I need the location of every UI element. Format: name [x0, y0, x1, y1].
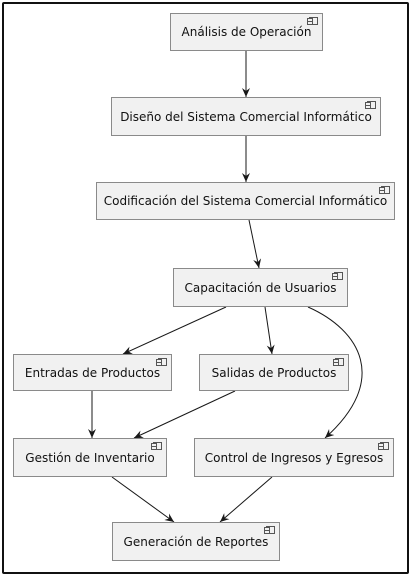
- node-diseno-del-sistema: Diseño del Sistema Comercial Informático: [111, 97, 381, 136]
- node-label: Gestión de Inventario: [25, 450, 155, 465]
- node-generacion-de-reportes: Generación de Reportes: [112, 522, 280, 561]
- edge-inventario-reportes: [111, 476, 175, 523]
- node-label: Análisis de Operación: [181, 25, 312, 39]
- node-codificacion-del-sistema: Codificación del Sistema Comercial Infor…: [96, 182, 395, 220]
- edge-capacitacion-salidas: [264, 306, 275, 355]
- component-icon: [156, 358, 167, 366]
- node-control-de-ingresos-y-egresos: Control de Ingresos y Egresos: [194, 438, 394, 477]
- component-icon: [332, 272, 343, 280]
- node-label: Generación de Reportes: [123, 534, 269, 549]
- component-icon: [307, 17, 318, 25]
- node-capacitacion-de-usuarios: Capacitación de Usuarios: [173, 268, 348, 307]
- component-icon: [264, 526, 275, 534]
- node-salidas-de-productos: Salidas de Productos: [199, 354, 349, 391]
- component-icon: [378, 442, 389, 450]
- component-icon: [151, 442, 162, 450]
- node-label: Codificación del Sistema Comercial Infor…: [103, 194, 388, 208]
- edge-control-reportes: [219, 476, 273, 523]
- node-analisis-de-operacion: Análisis de Operación: [170, 13, 323, 51]
- node-entradas-de-productos: Entradas de Productos: [13, 354, 172, 391]
- edge-codificacion-capacitacion: [248, 219, 262, 269]
- component-icon: [365, 101, 376, 109]
- component-icon: [379, 186, 390, 194]
- edge-capacitacion-control: [307, 306, 363, 439]
- node-label: Diseño del Sistema Comercial Informático: [120, 109, 372, 124]
- component-icon: [333, 358, 344, 366]
- edge-salidas-inventario: [133, 390, 236, 439]
- node-label: Capacitación de Usuarios: [184, 280, 337, 295]
- node-label: Salidas de Productos: [211, 365, 337, 380]
- node-label: Entradas de Productos: [24, 365, 161, 380]
- node-label: Control de Ingresos y Egresos: [204, 450, 384, 465]
- edge-capacitacion-entradas: [122, 306, 227, 355]
- node-gestion-de-inventario: Gestión de Inventario: [13, 438, 167, 477]
